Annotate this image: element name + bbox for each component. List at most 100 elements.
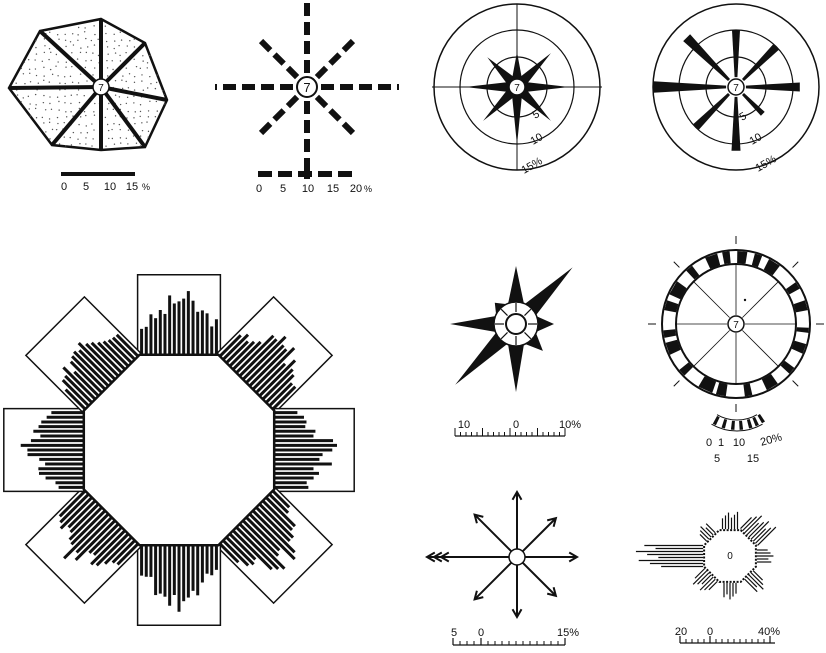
- stipple-dot: [56, 34, 59, 36]
- direction-wedge: [731, 96, 741, 151]
- center-symbol: 7: [98, 83, 104, 94]
- stipple-dot: [119, 128, 121, 131]
- stipple-dot: [78, 101, 81, 104]
- stipple-dot: [108, 137, 110, 140]
- ring-label-10: 10: [529, 131, 546, 148]
- wind-line: [473, 513, 513, 553]
- stipple-dot: [77, 39, 79, 41]
- wind-rose-arrow-star: 10 0 10%: [450, 266, 581, 437]
- stipple-dot: [156, 74, 158, 76]
- stipple-dot: [126, 45, 128, 47]
- frequency-bar: [268, 382, 294, 407]
- stipple-dot: [28, 68, 31, 70]
- stipple-dot: [49, 138, 51, 140]
- stipple-dot: [65, 45, 67, 48]
- stipple-dot: [119, 54, 121, 57]
- hatch-lines: [635, 511, 777, 600]
- frequency-bar: [228, 340, 256, 368]
- stipple-dot: [114, 115, 117, 117]
- wind-rose-dashed-star: 7 0 5 10 15 20 %: [215, 0, 399, 195]
- stipple-dot: [106, 123, 109, 126]
- stipple-dot: [86, 132, 89, 134]
- stipple-dot: [35, 74, 38, 77]
- stipple-dot: [139, 145, 142, 147]
- stipple-dot: [92, 74, 94, 76]
- stipple-dot: [106, 59, 108, 62]
- stipple-dot: [135, 142, 138, 144]
- inward-arrow: [524, 308, 532, 316]
- frequency-bar: [241, 335, 287, 381]
- stipple-dot: [56, 96, 59, 98]
- stipple-dot: [91, 123, 93, 125]
- stipple-dot: [49, 96, 51, 98]
- stipple-dot: [69, 75, 72, 78]
- stipple-dot: [85, 37, 87, 40]
- frequency-bar: [235, 526, 280, 571]
- frequency-bar: [245, 516, 281, 552]
- stipple-dot: [15, 82, 17, 84]
- stipple-dot: [22, 97, 24, 99]
- frequency-bar: [62, 366, 97, 401]
- frequency-bar: [73, 370, 100, 398]
- ring-label-15: 15%: [520, 155, 545, 177]
- stipple-dot: [86, 80, 88, 82]
- frequency-bar: [59, 493, 90, 524]
- stipple-dot: [77, 26, 80, 29]
- stipple-dot: [80, 132, 82, 134]
- stipple-dot: [133, 58, 135, 60]
- wind-line: [473, 561, 513, 601]
- frequency-bar: [222, 333, 250, 361]
- band-bar: [664, 300, 679, 313]
- dashed-arms: [215, 0, 399, 179]
- stipple-dot: [142, 60, 144, 62]
- stipple-dot: [51, 73, 54, 76]
- scale-tick-5: 5: [280, 183, 286, 195]
- dashed-arm: [256, 94, 300, 138]
- stipple-dot: [44, 45, 46, 47]
- stipple-dot: [97, 54, 100, 57]
- spoke: [100, 85, 168, 102]
- scale-tick-10: 10: [104, 181, 116, 193]
- stipple-dot: [164, 103, 166, 105]
- frequency-bar: [63, 512, 110, 560]
- hatch-line: [697, 572, 710, 585]
- feather: [438, 551, 450, 563]
- spoke: [38, 29, 103, 89]
- stipple-dot: [120, 39, 123, 41]
- frequency-bar: [88, 522, 120, 554]
- frequency-bar: [251, 509, 296, 554]
- hatch-line: [704, 578, 716, 591]
- stipple-dot: [80, 47, 82, 49]
- stipple-dot: [35, 117, 38, 119]
- stipple-dot: [93, 44, 96, 46]
- stipple-dot: [147, 116, 150, 118]
- stipple-dot: [114, 52, 117, 54]
- spoke: [99, 85, 147, 149]
- direction-kite: [519, 89, 551, 121]
- stipple-dot: [127, 87, 130, 89]
- inward-arrow: [524, 332, 532, 340]
- scale-bar: [739, 420, 744, 430]
- direction-wedge: [745, 82, 800, 92]
- band-bar: [686, 265, 700, 280]
- wind-rose-hatched-octagon: 0 20 0 40%: [635, 511, 780, 644]
- hatch-line: [744, 578, 758, 593]
- stipple-dot: [55, 128, 58, 131]
- frequency-bar: [265, 374, 295, 404]
- stipple-dot: [79, 116, 82, 118]
- scale-tick-15: 15: [327, 183, 339, 195]
- radial-line: [693, 330, 730, 367]
- stipple-dot: [147, 136, 150, 138]
- ring-label-5: 5: [531, 108, 542, 121]
- scale-tick-20: 20: [350, 183, 362, 195]
- frequency-bar: [107, 338, 133, 364]
- direction-kite: [508, 266, 524, 304]
- direction-kite: [512, 95, 522, 145]
- stipple-dot: [106, 46, 109, 48]
- frequency-bar: [251, 346, 296, 391]
- outer-tick-marks: [648, 236, 824, 412]
- scale-label-5: 5: [451, 627, 457, 639]
- direction-kite: [525, 82, 569, 92]
- stipple-dot: [71, 65, 73, 68]
- stipple-dot: [119, 31, 122, 33]
